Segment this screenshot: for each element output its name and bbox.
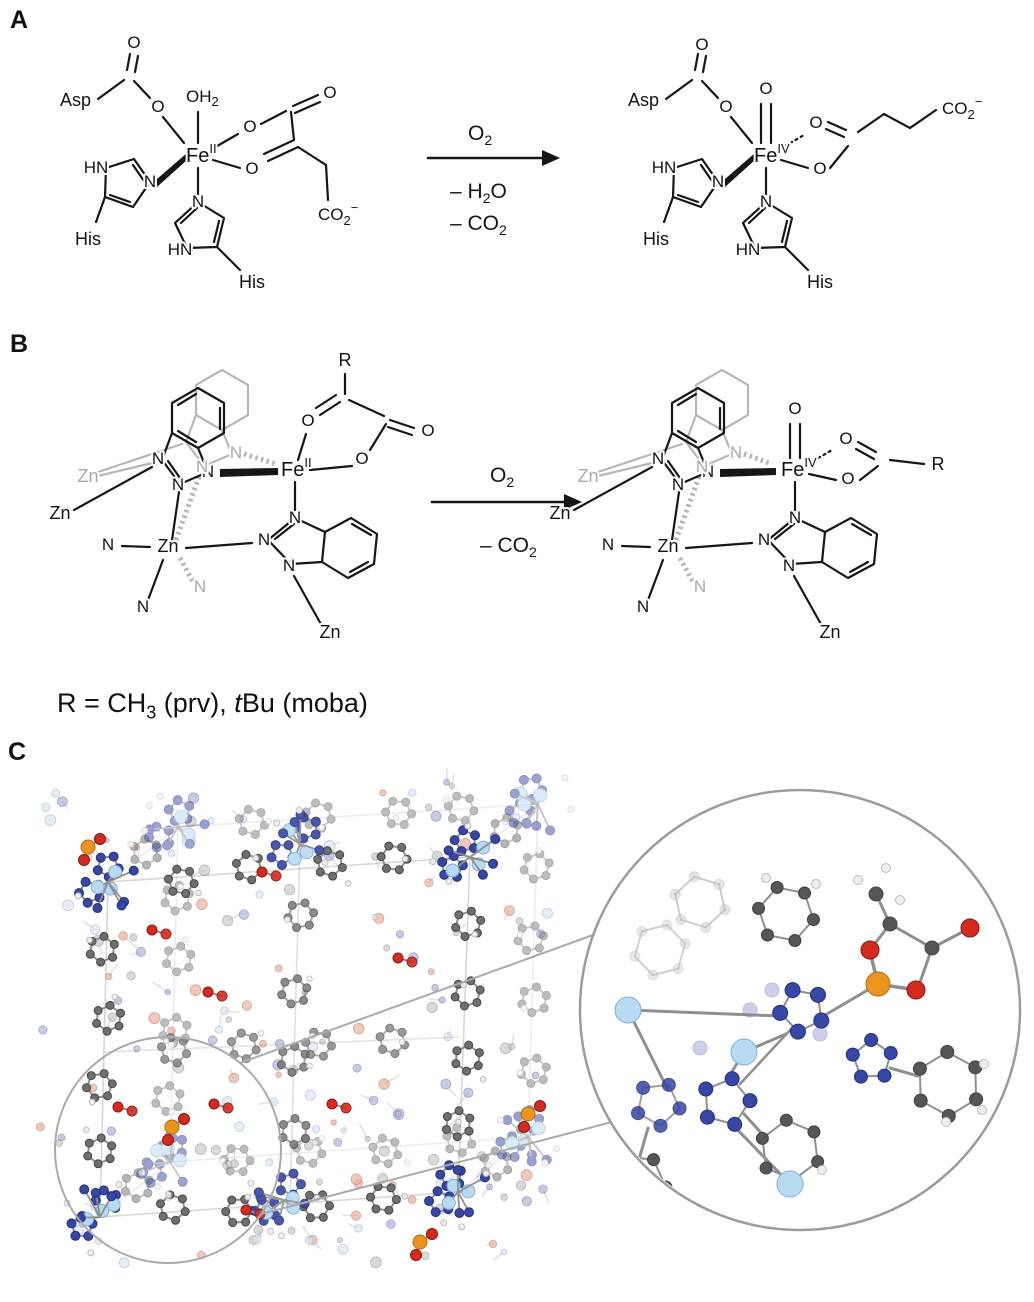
asp-label: Asp: [628, 90, 659, 110]
mof-ferrous-complex: R O O O FeII N N N N N Zn Zn Zn N N N N …: [47, 348, 436, 644]
his2-hn-label: HN: [736, 240, 761, 259]
triazolate-n-label: N: [758, 530, 770, 549]
chelate-o-top-label: O: [243, 117, 256, 136]
bonds: [94, 52, 330, 272]
succinate-carboxylate-label: CO2−: [942, 94, 982, 122]
dioxygen-label: O2: [490, 464, 514, 490]
framework-n-label: N: [637, 597, 649, 616]
keto-o-label: O: [323, 83, 336, 102]
reaction-arrow-b: O2 – CO2: [430, 462, 582, 562]
asp-ester-o-label: O: [719, 97, 732, 116]
asp-carbonyl-o-label: O: [127, 33, 140, 52]
bonds: [662, 52, 938, 272]
bridging-o-label: O: [355, 449, 368, 468]
succinate-o2-label: O: [813, 159, 826, 178]
zn-label: Zn: [819, 622, 840, 642]
panel-a-scheme: OH2 FeII Asp O O N HN His N HN His O O O…: [58, 31, 984, 294]
triazolate-n-label: N: [202, 462, 214, 481]
triazolate-n-label: N: [672, 475, 684, 494]
oxo-ligand-label: O: [788, 399, 801, 418]
ghost-n-label: N: [694, 577, 706, 596]
panel-b-scheme: R O O O FeII N N N N N Zn Zn Zn N N N N …: [47, 348, 947, 644]
panel-c-structure: [35, 768, 1022, 1269]
his2-label: His: [807, 272, 833, 292]
water-loss-label: – H2O: [450, 180, 507, 206]
dioxygen-label: O2: [468, 122, 492, 148]
ghost-zn-label: Zn: [77, 466, 98, 486]
carboxylate-o-label: O: [421, 421, 434, 440]
ghost-zn-label: Zn: [577, 466, 598, 486]
triazolate-n-label: N: [702, 462, 714, 481]
triazolate-n-label: N: [258, 530, 270, 549]
panel-c-label: C: [8, 738, 27, 766]
triazolate-n-label: N: [783, 556, 795, 575]
inset-circle: [578, 788, 1022, 1232]
asp-ester-o-label: O: [151, 97, 164, 116]
fe2-center-label: FeII: [186, 141, 217, 167]
enzyme-ferryl-complex: O FeIV Asp O O N HN His N HN His O O CO2…: [626, 33, 984, 294]
asp-label: Asp: [60, 90, 91, 110]
bonds: [572, 386, 926, 628]
co2-loss-label: – CO2: [480, 534, 537, 560]
panel-a-label: A: [10, 6, 29, 34]
panel-b-label: B: [10, 330, 29, 358]
triazolate-n-label: N: [652, 449, 664, 468]
zn-label: Zn: [657, 536, 678, 556]
mof-ferryl-complex: O FeIV O O R N N N N N Zn Zn Zn N N N N …: [547, 368, 947, 644]
asp-carbonyl-o-label: O: [695, 35, 708, 54]
magnifier-source-circle: [54, 1036, 282, 1264]
r-definition: R = CH3 (prv), tBu (moba): [57, 688, 368, 723]
his2-label: His: [239, 272, 265, 292]
enzyme-ferrous-complex: OH2 FeII Asp O O N HN His N HN His O O O…: [58, 31, 360, 294]
ghost-n-label: N: [730, 443, 742, 462]
carboxylate-o2-label: O: [841, 469, 854, 488]
ghost-n-label: N: [696, 457, 708, 476]
succinate-o1-label: O: [809, 113, 822, 132]
his1-hn-label: HN: [652, 158, 677, 177]
callout-line-top: [239, 934, 594, 1064]
ghost-n-label: N: [194, 577, 206, 596]
keto-o-label: O: [301, 411, 314, 430]
triazolate-n-label: N: [283, 556, 295, 575]
callout-line-bottom: [260, 1121, 613, 1215]
chelate-o-bottom-label: O: [245, 159, 258, 178]
ghost-n-label: N: [230, 443, 242, 462]
bonds: [72, 372, 416, 628]
ghost-bonds: [96, 368, 277, 584]
triazolate-n-label: N: [789, 508, 801, 527]
his2-hn-label: HN: [168, 240, 193, 259]
his1-n-label: N: [712, 172, 724, 191]
his1-n-label: N: [144, 172, 156, 191]
ghost-n-label: N: [196, 457, 208, 476]
fe4-center-label: FeIV: [781, 455, 817, 481]
ghost-bonds: [596, 368, 773, 584]
zn-label: Zn: [157, 536, 178, 556]
mof-crystal-structure: [35, 768, 575, 1269]
reaction-arrow-a: O2 – H2O – CO2: [426, 120, 560, 240]
framework-n-label: N: [137, 597, 149, 616]
r-group-label: R: [339, 350, 352, 370]
zn-label: Zn: [49, 503, 70, 523]
triazolate-n-label: N: [289, 508, 301, 527]
framework-n-label: N: [102, 535, 114, 554]
carboxylate-label: CO2−: [318, 200, 358, 228]
fe4-center-label: FeIV: [754, 141, 790, 167]
framework-n-label: N: [602, 535, 614, 554]
fe2-center-label: FeII: [281, 455, 312, 481]
his2-n-label: N: [760, 192, 772, 211]
r-group-label: R: [932, 454, 945, 474]
triazolate-n-label: N: [152, 449, 164, 468]
his2-n-label: N: [192, 192, 204, 211]
carboxylate-o1-label: O: [839, 429, 852, 448]
his1-label: His: [643, 229, 669, 249]
zn-label: Zn: [549, 503, 570, 523]
aqua-ligand-label: OH2: [186, 87, 219, 109]
triazolate-n-label: N: [172, 475, 184, 494]
his1-label: His: [75, 229, 101, 249]
his1-hn-label: HN: [84, 158, 109, 177]
zn-label: Zn: [319, 622, 340, 642]
co2-loss-label: – CO2: [450, 212, 507, 238]
oxo-ligand-label: O: [759, 79, 772, 98]
